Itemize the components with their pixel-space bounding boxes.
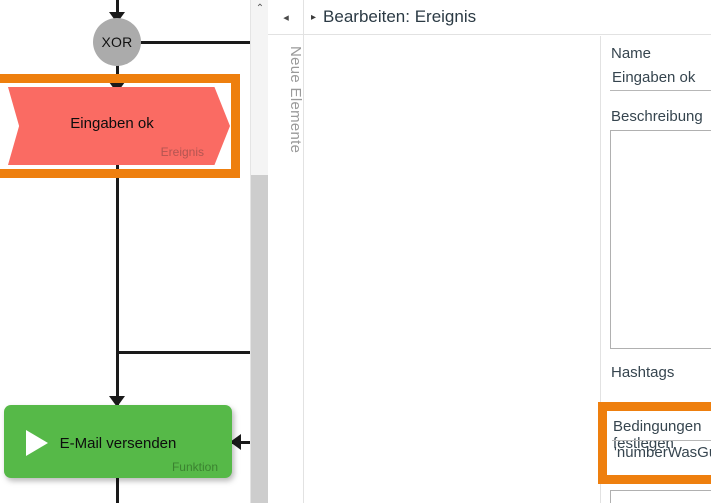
next-field-partial[interactable]	[610, 490, 711, 503]
properties-panel: ▸ Bearbeiten: Ereignis Name 文 A Beschrei…	[304, 0, 711, 503]
name-field-label: Name	[611, 45, 652, 62]
edge-event-to-function	[116, 165, 119, 411]
event-node-label: Eingaben ok	[70, 115, 154, 132]
name-input[interactable]	[610, 67, 711, 91]
edge-into-function-right	[232, 441, 250, 444]
edge-gateway-right	[139, 41, 250, 44]
conditions-input[interactable]	[612, 440, 711, 462]
conditions-field-highlight	[598, 402, 711, 484]
arrowhead-into-function	[109, 396, 125, 407]
diagram-node-function[interactable]: E-Mail versenden Funktion	[4, 405, 232, 478]
description-field-label: Beschreibung	[611, 108, 703, 125]
edge-into-gateway	[116, 0, 119, 20]
gateway-label: XOR	[101, 34, 133, 50]
scrollbar-thumb[interactable]	[251, 175, 269, 503]
event-selection-highlight	[0, 74, 240, 178]
hashtags-field-label: Hashtags	[611, 364, 675, 381]
function-node-label: E-Mail versenden	[59, 435, 177, 452]
diagram-node-event[interactable]: Eingaben ok Ereignis	[8, 87, 230, 165]
edge-out-of-function	[116, 478, 119, 503]
canvas-vertical-scrollbar[interactable]: ⌃	[250, 0, 269, 503]
arrowhead-into-function-right	[230, 434, 241, 450]
function-node-type-label: Funktion	[171, 460, 218, 474]
event-node-type-label: Ereignis	[160, 145, 204, 159]
diagram-node-gateway-xor[interactable]: XOR	[93, 18, 141, 66]
edge-branch-right	[116, 351, 250, 354]
description-textarea[interactable]	[610, 130, 711, 349]
star-icon: ★	[22, 28, 42, 53]
tab-new-elements[interactable]: Neue Elemente	[287, 46, 304, 154]
arrowhead-into-gateway	[109, 12, 125, 23]
panel-collapse-button[interactable]: ◂	[268, 0, 304, 35]
panel-title: Bearbeiten: Ereignis	[323, 7, 477, 26]
play-icon	[26, 430, 48, 456]
chevron-right-icon[interactable]: ▸	[311, 11, 317, 23]
new-elements-panel-strip: ◂ Neue Elemente	[268, 0, 304, 503]
panel-left-divider	[600, 36, 601, 503]
process-diagram-canvas[interactable]: XOR Eingaben ok Ereignis ★ E-Mail versen…	[0, 0, 250, 503]
properties-panel-header: ▸ Bearbeiten: Ereignis	[304, 0, 711, 35]
chevron-up-icon[interactable]: ⌃	[255, 2, 265, 14]
